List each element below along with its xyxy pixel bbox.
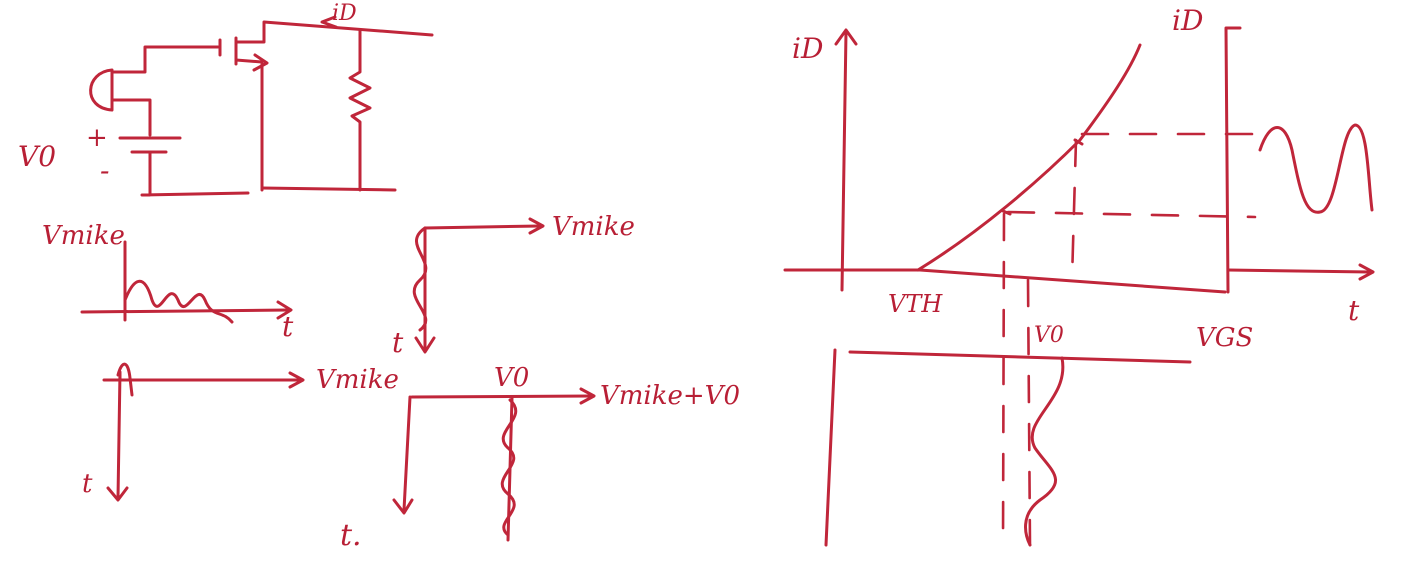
source-voltage-label: V0 xyxy=(18,140,56,173)
curve-point-low xyxy=(1001,209,1012,216)
mic-wave-graph: Vmike t xyxy=(42,221,294,343)
dc-graph-t-axis xyxy=(116,370,122,500)
id-y-arrow xyxy=(834,28,858,46)
transfer-characteristic-graph: iD VTH VGS iD t V0 xyxy=(783,4,1375,547)
sum-graph: V0 Vmike+V0 t. xyxy=(340,363,740,553)
transfer-curve xyxy=(916,43,1142,272)
input-wave xyxy=(1024,356,1065,547)
dc-graph-x-arrow xyxy=(288,371,305,389)
input-offset-label: V0 xyxy=(1034,323,1064,348)
mosfet-drain xyxy=(234,20,434,44)
vertical-graph-x-label: Vmike xyxy=(552,212,635,242)
dc-graph-t-label: t xyxy=(82,469,93,499)
output-t-label: t xyxy=(1348,294,1360,327)
vertical-graph-axis xyxy=(423,224,542,352)
input-time-y-axis xyxy=(824,348,837,547)
drain-current-label: iD xyxy=(332,1,357,26)
dc-graph-t-arrow xyxy=(106,486,129,502)
dc-graph-x-label: Vmike xyxy=(316,365,399,395)
input-lower-dash xyxy=(1026,278,1032,547)
ground-wire xyxy=(260,186,397,192)
mic-wave-x-axis xyxy=(80,308,290,314)
source-arrow xyxy=(252,53,269,72)
output-time-x-axis xyxy=(1226,268,1372,274)
battery-wire xyxy=(140,150,250,197)
minus-sign: - xyxy=(100,154,109,187)
microphone-icon xyxy=(89,68,114,112)
output-time-x-arrow xyxy=(1358,263,1375,281)
output-time-axis xyxy=(1224,26,1242,294)
sum-graph-x-label: Vmike+V0 xyxy=(600,381,740,411)
sum-graph-signal xyxy=(500,398,518,537)
mic-wave-y-label: Vmike xyxy=(42,221,125,251)
vertical-graph-signal xyxy=(412,226,428,332)
plus-sign: + xyxy=(86,123,108,153)
dc-graph-pulse xyxy=(116,362,134,397)
low-point-vertical-dash xyxy=(1001,212,1006,547)
sum-graph-offset-label: V0 xyxy=(494,363,529,393)
sum-graph-t-axis xyxy=(402,395,412,512)
vgs-label: VGS xyxy=(1196,323,1253,353)
sum-graph-t-arrow xyxy=(392,498,414,515)
mic-wave-signal xyxy=(123,279,234,324)
mic-wave-x-arrow xyxy=(276,300,293,320)
input-time-x-axis xyxy=(848,350,1192,364)
sum-graph-t-label: t. xyxy=(340,518,362,553)
drain-current-arrow xyxy=(320,15,338,29)
sum-graph-x-axis xyxy=(410,394,594,399)
microphone-wire-lower xyxy=(110,98,152,137)
microphone-wire xyxy=(110,45,220,74)
mic-wave-vertical-graph: Vmike t xyxy=(392,212,635,359)
mosfet-source xyxy=(234,58,264,192)
output-current-label: iD xyxy=(1172,4,1203,37)
output-current-wave xyxy=(1258,123,1374,214)
resistor-icon xyxy=(348,28,372,192)
sum-graph-x-arrow xyxy=(579,387,596,405)
high-point-vertical-dash xyxy=(1070,138,1078,282)
id-y-axis xyxy=(840,30,848,292)
mic-wave-x-label: t xyxy=(282,310,294,343)
mosfet-circuit: iD V0 + - xyxy=(18,1,434,197)
dc-offset-graph: Vmike t xyxy=(82,362,399,502)
id-y-label: iD xyxy=(792,32,823,65)
vertical-graph-t-arrow xyxy=(414,336,436,354)
low-point-horizontal-dash xyxy=(1006,210,1257,219)
vertical-graph-x-arrow xyxy=(528,217,545,235)
threshold-label: VTH xyxy=(888,290,943,318)
vertical-graph-t-label: t xyxy=(392,326,404,359)
